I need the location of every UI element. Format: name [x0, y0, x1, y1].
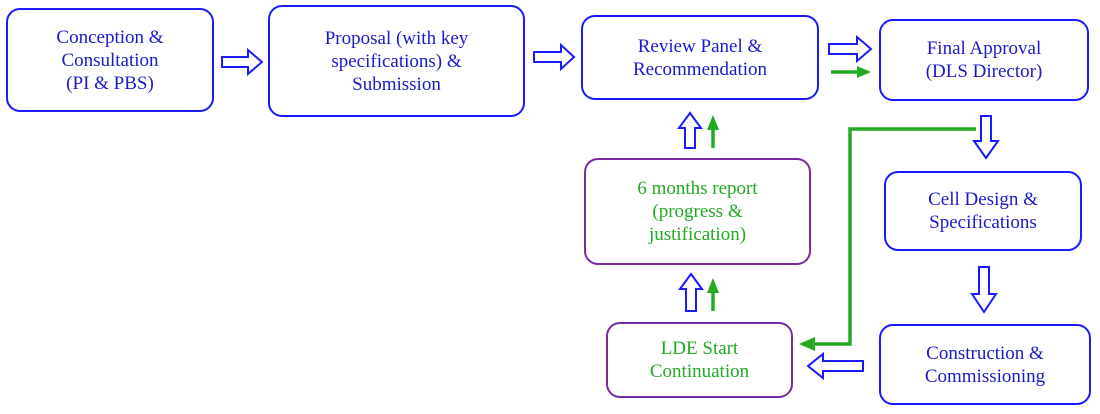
down-arrow-icon [972, 115, 1000, 160]
left-arrow-icon [806, 351, 864, 381]
down-arrow-icon [970, 266, 998, 314]
up-arrow-icon [678, 272, 704, 312]
construction-line-2: Commissioning [924, 365, 1046, 387]
lde-line-2: Continuation [649, 361, 750, 382]
lde-box: LDE Start Continuation [606, 322, 793, 398]
lde-line-1: LDE Start [660, 338, 739, 359]
approval-line-1: Final Approval [926, 38, 1042, 59]
green-arrowhead-icon [857, 66, 871, 78]
approval-box: Final Approval (DLS Director) [879, 19, 1089, 101]
report-line-1: 6 months report [637, 178, 758, 199]
conception-line-1: Conception & [56, 26, 164, 48]
green-arrowhead-icon [799, 337, 815, 351]
conception-line-3: (PI & PBS) [66, 72, 154, 94]
right-arrow-icon [828, 34, 873, 64]
construction-line-1: Construction & [926, 342, 1044, 364]
proposal-box: Proposal (with key specifications) & Sub… [268, 5, 525, 117]
proposal-line-3: Submission [352, 73, 441, 95]
report-line-2: (progress & [652, 201, 743, 222]
up-arrow-icon [677, 111, 703, 149]
report-box: 6 months report (progress & justificatio… [584, 158, 811, 265]
green-arrowhead-icon [707, 278, 719, 293]
cell-design-line-1: Cell Design & [928, 189, 1038, 210]
right-arrow-icon [533, 42, 576, 72]
approval-line-2: (DLS Director) [925, 61, 1043, 82]
green-feedback-line [814, 127, 976, 346]
proposal-line-1: Proposal (with key [324, 27, 469, 49]
cell-design-line-2: Specifications [929, 212, 1037, 233]
construction-box: Construction & Commissioning [879, 324, 1091, 405]
review-box: Review Panel & Recommendation [581, 15, 819, 100]
review-line-1: Review Panel & [637, 35, 763, 57]
review-line-2: Recommendation [632, 58, 768, 80]
report-line-3: justification) [648, 224, 747, 245]
conception-box: Conception & Consultation (PI & PBS) [6, 8, 214, 112]
conception-line-2: Consultation [61, 49, 159, 71]
proposal-line-2: specifications) & [331, 50, 462, 72]
cell-design-box: Cell Design & Specifications [884, 171, 1082, 251]
green-arrowhead-icon [707, 115, 719, 130]
right-arrow-icon [221, 47, 264, 77]
